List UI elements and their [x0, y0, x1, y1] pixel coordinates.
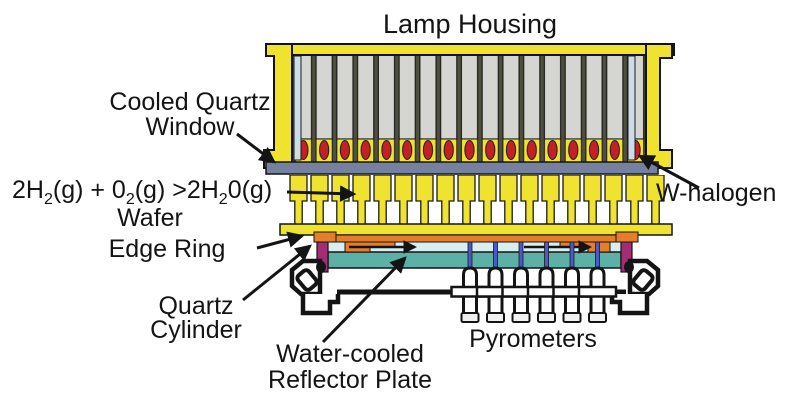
equation-subscript: 2 [126, 191, 135, 208]
edge-ring-leader-arrow [256, 231, 305, 250]
reflector-plate-label-line1: Water-cooled [276, 340, 424, 368]
clamp-left [289, 258, 341, 316]
comb-base-strip [279, 223, 673, 236]
clamp-bolt [631, 268, 655, 292]
clamp-foot [300, 294, 341, 316]
clamp-joint [316, 261, 326, 273]
edge-ring-label: Edge Ring [109, 235, 226, 263]
gas-injector-comb [279, 175, 673, 236]
comb-teeth [288, 175, 666, 226]
housing-top-bar [271, 43, 675, 56]
wafer-label: Wafer [117, 204, 183, 232]
equation-part: 2H [12, 176, 44, 204]
w-halogen-label: W-halogen [656, 179, 776, 207]
housing-bracket-right [645, 43, 673, 169]
equation-part: (g) >2H [135, 176, 219, 204]
lamp-end-strip-right [627, 55, 636, 161]
leader-arrows [236, 132, 700, 344]
water-cooled-reflector-plate [327, 251, 622, 269]
equation-leader-arrow [286, 185, 357, 202]
edge-ring-cap-left [313, 231, 337, 243]
equation-part: 0(g) [228, 176, 272, 204]
process-chamber [313, 231, 639, 273]
quartz-cylinder-leader-arrow [242, 244, 312, 302]
equation-part: (g) + 0 [53, 176, 126, 204]
clamp-foot [609, 294, 650, 316]
quartz-cylinder-label-line1: Quartz [158, 292, 233, 320]
reaction-equation: 2H2(g) + 02(g) >2H20(g) [12, 176, 272, 208]
cooled-quartz-window [265, 161, 659, 175]
reflector-plate-label-line2: Reflector Plate [268, 366, 432, 394]
clamp-right [609, 258, 661, 316]
lamp-housing [263, 43, 675, 175]
lamp-array [293, 54, 646, 162]
cooled-quartz-window-label-line2: Window [146, 113, 236, 141]
quartz-cylinder-label-line2: Cylinder [150, 316, 242, 344]
diagram-title: Lamp Housing [383, 9, 557, 39]
reflector-leader-arrow [321, 256, 407, 344]
w-halogen-leader-arrow [637, 154, 700, 190]
window-leader-arrow [236, 132, 276, 164]
lamp-end-strip-left [293, 55, 302, 161]
equation-subscript: 2 [219, 191, 228, 208]
cooled-quartz-window-label-line1: Cooled Quartz [109, 88, 270, 116]
pyrometers-label: Pyrometers [469, 325, 597, 353]
clamp-bolt [295, 268, 319, 292]
edge-ring-cap-right [615, 231, 639, 243]
clamp-joint [624, 261, 634, 273]
wafer-bar [327, 234, 622, 243]
equation-subscript: 2 [44, 191, 53, 208]
